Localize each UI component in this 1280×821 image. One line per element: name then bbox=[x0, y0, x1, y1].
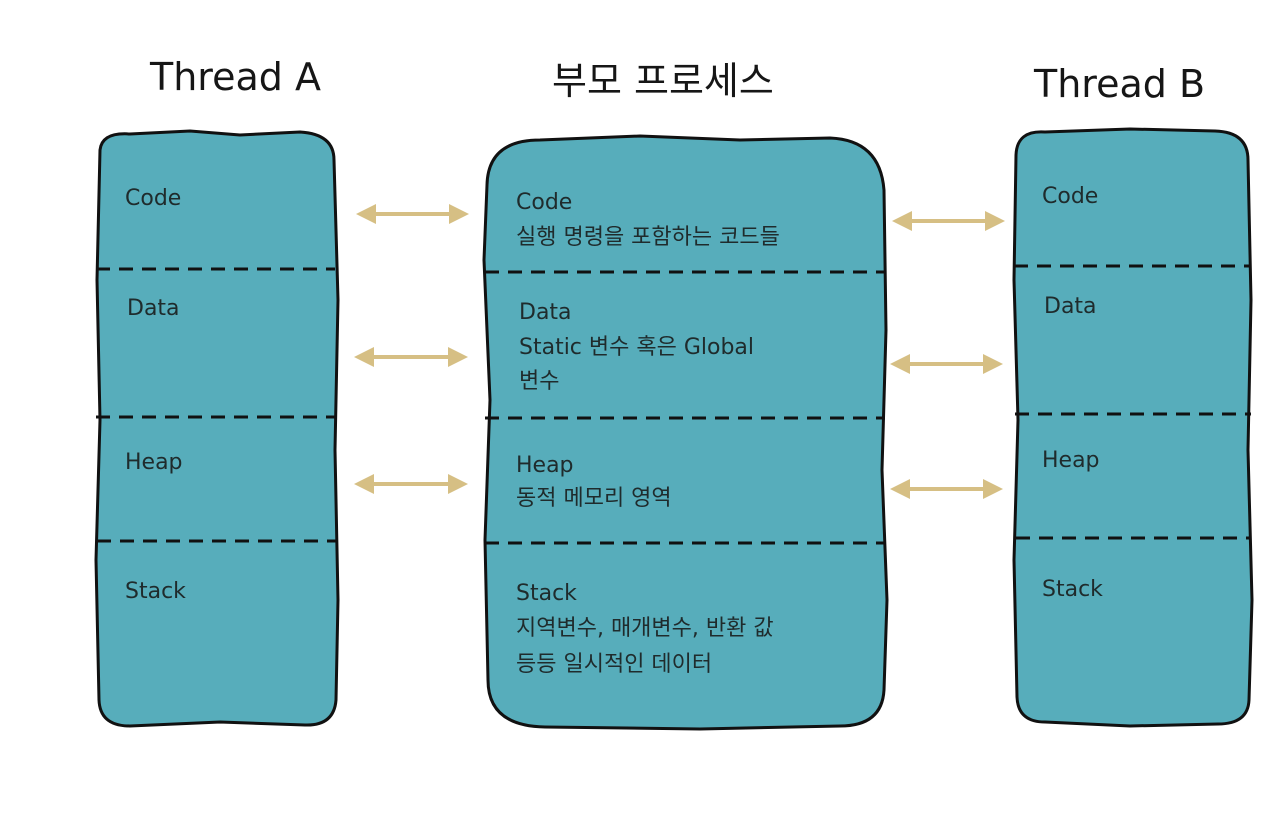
parent-data-label: Data bbox=[519, 300, 572, 325]
thread-b-code-label: Code bbox=[1042, 184, 1099, 209]
parent-stack-label: Stack bbox=[516, 581, 577, 606]
thread-a-stack-label: Stack bbox=[125, 579, 186, 604]
parent-stack-desc-line2: 등등 일시적인 데이터 bbox=[516, 652, 713, 677]
parent-data-desc-line2: 변수 bbox=[519, 369, 560, 394]
parent-heap-desc: 동적 메모리 영역 bbox=[516, 486, 672, 511]
parent-data-desc-line1: Static 변수 혹은 Global bbox=[519, 335, 755, 360]
thread-a-code-label: Code bbox=[125, 186, 182, 211]
parent-stack-desc-line1: 지역변수, 매개변수, 반환 값 bbox=[516, 616, 774, 641]
thread-a-data-label: Data bbox=[127, 296, 180, 321]
thread-a-box bbox=[94, 129, 340, 728]
thread-b-heap-label: Heap bbox=[1042, 448, 1100, 473]
thread-a-heap-label: Heap bbox=[125, 450, 183, 475]
parent-heap-label: Heap bbox=[516, 453, 574, 478]
thread-b-stack-label: Stack bbox=[1042, 577, 1103, 602]
parent-code-desc: 실행 명령을 포함하는 코드들 bbox=[516, 225, 780, 250]
thread-b-box bbox=[1012, 127, 1254, 728]
parent-code-label: Code bbox=[516, 190, 573, 215]
thread-b-title: Thread B bbox=[1034, 62, 1206, 106]
parent-process-title: 부모 프로세스 bbox=[552, 59, 774, 103]
thread-a-title: Thread A bbox=[150, 55, 321, 99]
parent-process-box bbox=[482, 134, 889, 731]
thread-b-data-label: Data bbox=[1044, 294, 1097, 319]
